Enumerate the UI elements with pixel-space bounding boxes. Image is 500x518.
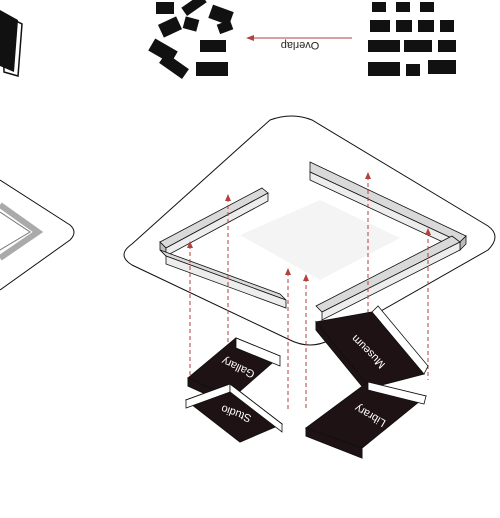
cropped-block-icon bbox=[0, 10, 23, 77]
plate-void bbox=[240, 200, 400, 280]
studio-block bbox=[184, 383, 283, 443]
scattered-blocks-icon bbox=[148, 0, 234, 79]
museum-block bbox=[315, 305, 429, 398]
wall-left bbox=[159, 187, 287, 309]
ordered-blocks-icon bbox=[368, 2, 456, 76]
projection-arrowheads bbox=[187, 172, 431, 281]
overlap-arrow bbox=[246, 35, 352, 41]
overlap-label: Overlap bbox=[281, 39, 320, 51]
projection-lines bbox=[189, 176, 429, 410]
wall-right bbox=[309, 161, 467, 321]
cropped-plate bbox=[0, 179, 75, 291]
library-block bbox=[304, 381, 428, 459]
